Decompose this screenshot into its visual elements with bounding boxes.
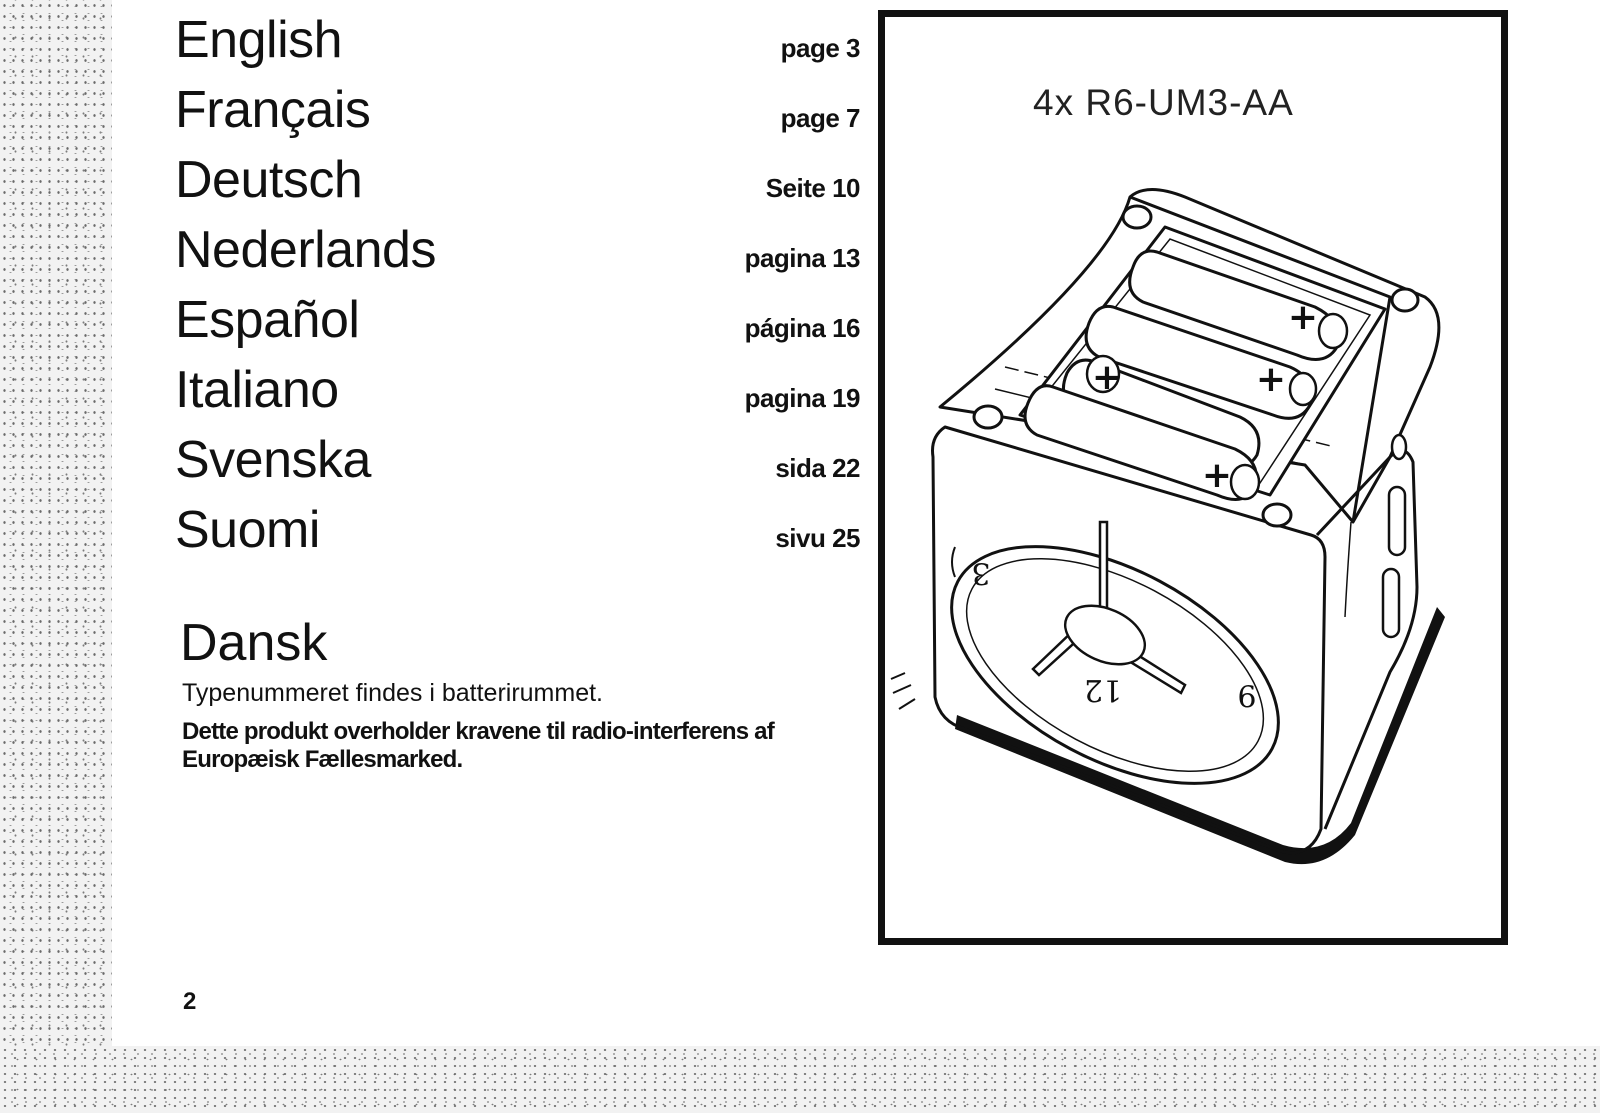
toc-page: sida 22	[775, 453, 860, 483]
battery-plus-symbol: +	[1092, 357, 1122, 398]
toc-page: page 3	[780, 33, 861, 63]
battery-type-label: 4x R6-UM3-AA	[1033, 82, 1294, 123]
toc-language: Suomi	[175, 501, 320, 559]
scanned-paper-edge-bottom	[0, 1046, 1600, 1113]
toc-language: Deutsch	[175, 151, 363, 209]
toc-page: sivu 25	[775, 523, 860, 553]
toc-row-svenska[interactable]: Svenska sida 22	[175, 425, 860, 495]
battery-plus-symbol: +	[1256, 359, 1286, 400]
toc-row-francais[interactable]: Français page 7	[175, 75, 861, 145]
dansk-compliance-note: Dette produkt overholder kravene til rad…	[182, 718, 775, 773]
scanned-paper-edge-left	[0, 0, 112, 1113]
dansk-type-number-note: Typenummeret findes i batterirummet.	[182, 679, 603, 707]
cube-clock-illustration: + + + + 3 12 9	[890, 188, 1445, 865]
battery-plus-symbol: +	[1288, 297, 1318, 338]
toc-language: Nederlands	[175, 221, 436, 279]
toc-language: Français	[175, 81, 371, 139]
toc-page: página 16	[744, 313, 861, 343]
toc-row-english[interactable]: English page 3	[175, 5, 861, 75]
toc-language: English	[175, 11, 343, 69]
toc-row-nederlands[interactable]: Nederlands pagina 13	[175, 215, 861, 285]
toc-language: Italiano	[175, 361, 339, 419]
toc-page: page 7	[780, 103, 861, 133]
toc-row-deutsch[interactable]: Deutsch Seite 10	[175, 145, 861, 215]
clock-numeral: 12	[1084, 672, 1122, 707]
clock-numeral: 3	[971, 555, 990, 590]
clock-numeral: 9	[1237, 677, 1256, 712]
battery-plus-symbol: +	[1202, 455, 1232, 496]
toc-language: Español	[175, 291, 360, 349]
section-title-dansk: Dansk	[180, 614, 328, 672]
toc-language: Svenska	[175, 431, 371, 489]
toc-page: Seite 10	[765, 173, 861, 203]
toc-row-espanol[interactable]: Español página 16	[175, 285, 861, 355]
page-number: 2	[183, 988, 197, 1015]
toc-row-suomi[interactable]: Suomi sivu 25	[175, 495, 860, 565]
toc-row-italiano[interactable]: Italiano pagina 19	[175, 355, 861, 425]
toc-page: pagina 13	[744, 243, 861, 273]
toc-page: pagina 19	[744, 383, 861, 413]
